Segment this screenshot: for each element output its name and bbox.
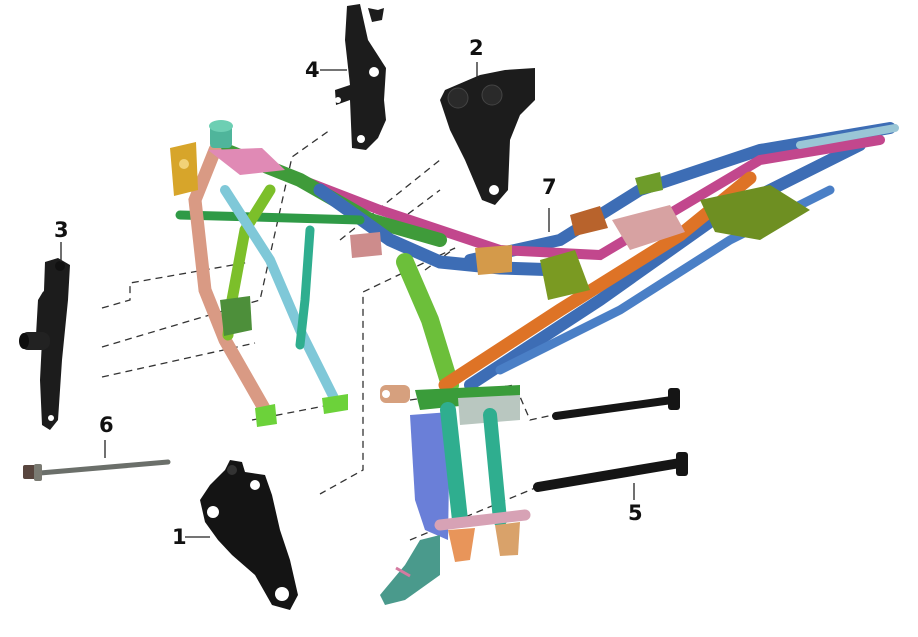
callout-2: 2	[469, 36, 484, 60]
callout-1: 1	[172, 525, 187, 549]
callout-3: 3	[54, 218, 69, 242]
main-frame	[175, 122, 899, 417]
callout-4: 4	[305, 58, 320, 82]
leader-lines	[60, 62, 635, 538]
callout-5: 5	[628, 501, 643, 525]
part-6-long-bolt	[23, 459, 171, 481]
part-5-bolts	[533, 388, 688, 492]
frame-plates	[170, 120, 810, 605]
callout-7: 7	[542, 175, 557, 199]
part-3-bracket	[19, 258, 70, 430]
part-1-bracket	[200, 460, 298, 610]
part-4-bracket	[335, 4, 386, 150]
part-2-bracket	[440, 68, 535, 205]
callout-6: 6	[99, 413, 114, 437]
